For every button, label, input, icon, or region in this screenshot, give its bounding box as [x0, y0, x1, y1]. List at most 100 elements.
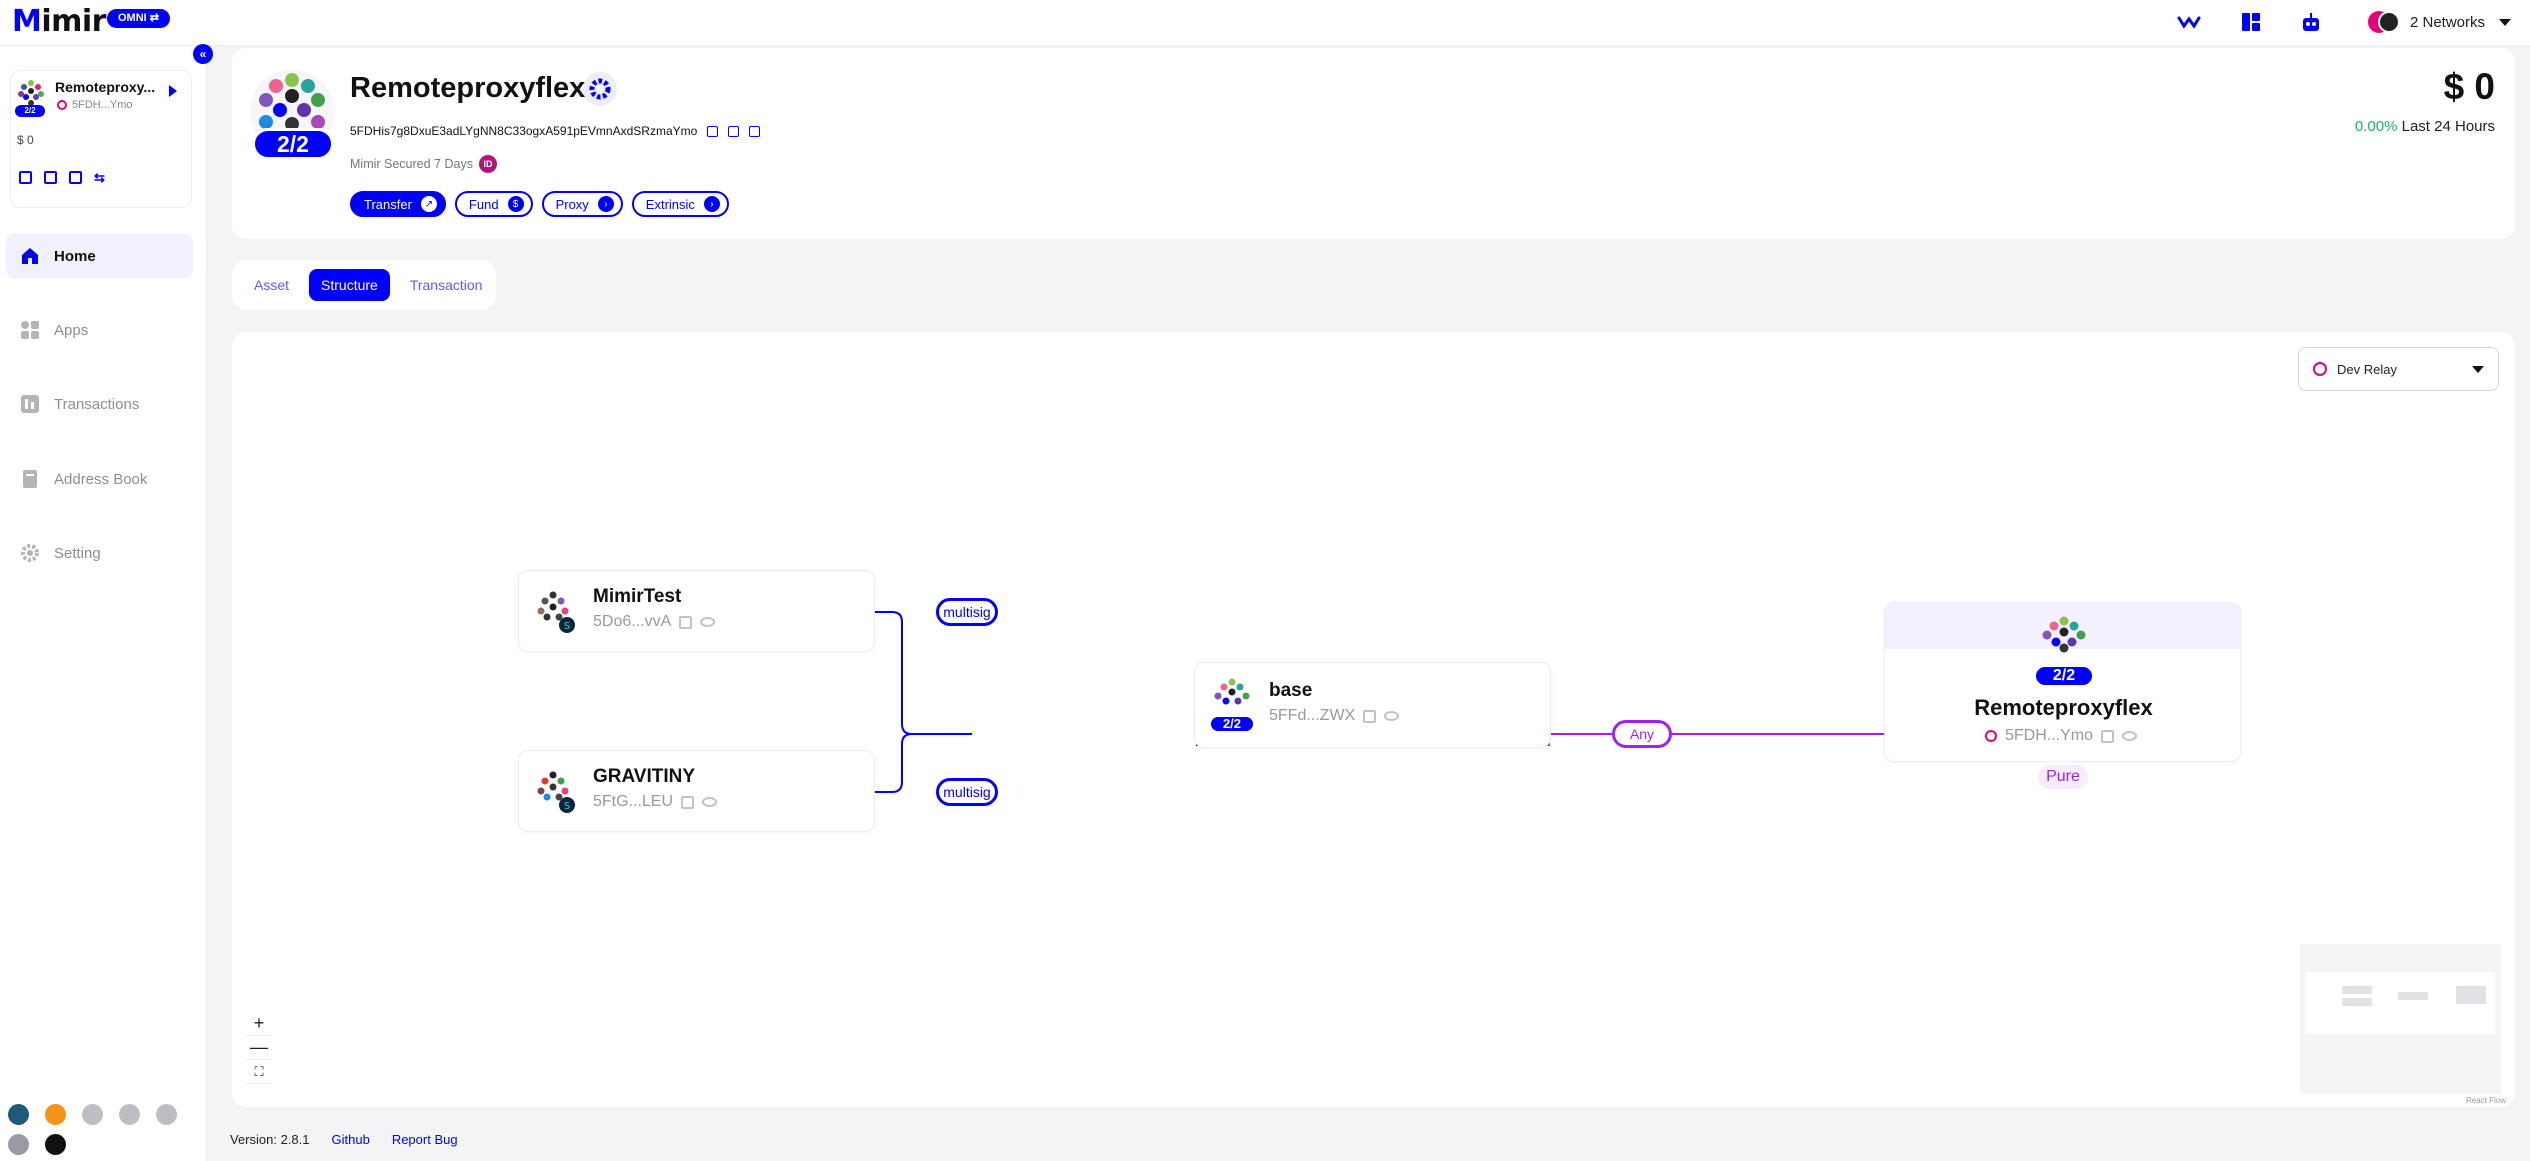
polkadot-icon: [57, 100, 67, 110]
account-address: 5FDH...Ymo: [57, 99, 133, 111]
eye-icon[interactable]: [1384, 711, 1400, 721]
github-icon[interactable]: [45, 1134, 66, 1155]
tab-structure[interactable]: Structure: [309, 269, 390, 301]
full-address: 5FDHis7g8DxuE3adLYgNN8C33ogxA591pEVmnAxd…: [350, 124, 761, 138]
external-link-icon[interactable]: [728, 125, 740, 137]
sidebar-item-address-book[interactable]: Address Book: [6, 456, 193, 502]
proxy-button[interactable]: Proxy ›: [541, 191, 623, 217]
edge-label-multisig: multisig: [936, 598, 998, 626]
node-mimirtest[interactable]: S MimirTest 5Do6...vvA: [518, 570, 875, 652]
robot-icon[interactable]: [2297, 8, 2325, 36]
node-address-text: 5FDH...Ymo: [2005, 727, 2094, 744]
transfer-button[interactable]: Transfer↗: [350, 191, 446, 217]
arrow-up-right-icon: ↗: [420, 196, 437, 212]
chevron-down-icon: [2472, 366, 2484, 373]
copy-icon[interactable]: [681, 795, 695, 809]
node-header-band: [1885, 603, 2240, 649]
cloud-icon[interactable]: [156, 1104, 177, 1125]
arrow-right-icon: ›: [703, 196, 720, 212]
current-account-card[interactable]: 2/2 Remoteproxy... 5FDH...Ymo $ 0 ⇆: [10, 70, 192, 208]
bitcoin-icon[interactable]: [45, 1104, 66, 1125]
node-address-text: 5FtG...LEU: [593, 793, 674, 810]
tab-asset[interactable]: Asset: [254, 277, 290, 293]
node-address: 5FFd...ZWX: [1269, 707, 1400, 725]
user-icon[interactable]: [119, 1104, 140, 1125]
account-balance: $ 0: [17, 133, 34, 147]
node-name: MimirTest: [593, 586, 682, 607]
sidebar-item-transactions[interactable]: Transactions: [6, 381, 193, 427]
gear-icon: [20, 543, 40, 563]
network-selector[interactable]: 2 Networks: [2368, 7, 2512, 37]
eye-icon[interactable]: [702, 797, 718, 807]
arrow-right-icon: ›: [597, 196, 614, 212]
structure-canvas[interactable]: S MimirTest 5Do6...vvA S GRAVITINY 5FtG.…: [232, 332, 2515, 1107]
zoom-out-button[interactable]: —: [246, 1036, 272, 1060]
account-tools: ⇆: [19, 171, 105, 184]
full-address-text: 5FDHis7g8DxuE3adLYgNN8C33ogxA591pEVmnAxd…: [350, 124, 698, 138]
relay-selector[interactable]: Dev Relay: [2298, 347, 2499, 391]
play-icon[interactable]: [169, 85, 177, 97]
walletconnect-icon[interactable]: [2175, 8, 2203, 36]
identity-icon[interactable]: ID: [478, 155, 497, 173]
sidebar-item-home[interactable]: Home: [6, 233, 193, 279]
gear-icon: [589, 78, 611, 100]
minimap[interactable]: [2300, 944, 2501, 1094]
account-header-card: 2/2 Remoteproxyflex 5FDHis7g8DxuE3adLYgN…: [232, 48, 2515, 239]
account-actions: Transfer↗ Fund$ Proxy › Extrinsic ›: [350, 191, 729, 217]
sidebar: [0, 46, 207, 1161]
threshold-badge: 2/2: [252, 128, 334, 160]
copy-icon[interactable]: [707, 125, 719, 137]
extrinsic-label: Extrinsic: [645, 196, 695, 212]
copy-icon[interactable]: [2101, 729, 2115, 743]
edge-label-multisig: multisig: [936, 778, 998, 806]
pure-proxy-tag: Pure: [2038, 765, 2088, 789]
eye-icon[interactable]: [700, 617, 716, 627]
fit-view-button[interactable]: ⛶: [246, 1060, 272, 1084]
node-name: base: [1269, 680, 1313, 701]
sidebar-bottom-links-2: [8, 1134, 66, 1155]
sidebar-item-apps[interactable]: Apps: [6, 307, 193, 353]
node-remoteproxyflex[interactable]: 2/2 Remoteproxyflex 5FDH...Ymo: [1884, 602, 2241, 762]
qr-code-icon[interactable]: [19, 171, 32, 184]
edge-label-any: Any: [1612, 720, 1672, 748]
app-logo[interactable]: Mimir: [12, 4, 106, 39]
node-threshold-badge: 2/2: [1209, 715, 1255, 733]
omni-badge[interactable]: OMNI ⇄: [107, 9, 171, 28]
node-address: 5FDH...Ymo: [1985, 727, 2138, 745]
node-base[interactable]: 2/2 base 5FFd...ZWX: [1194, 662, 1551, 748]
node-address: 5Do6...vvA: [593, 613, 716, 631]
tab-transaction[interactable]: Transaction: [409, 277, 483, 293]
node-gravitiny[interactable]: S GRAVITINY 5FtG...LEU: [518, 750, 875, 832]
eye-icon[interactable]: [2122, 731, 2138, 741]
account-settings-button[interactable]: [583, 72, 617, 106]
change-percent: 0.00%: [2354, 118, 2398, 135]
react-flow-attribution[interactable]: React Flow: [2466, 1096, 2507, 1105]
external-link-icon[interactable]: [69, 171, 82, 184]
network-icons: [2368, 11, 2400, 33]
extrinsic-button[interactable]: Extrinsic ›: [631, 191, 729, 217]
dashboard-icon[interactable]: [2237, 8, 2265, 36]
svg-text:S: S: [564, 801, 570, 812]
member-avatar: S: [537, 591, 575, 633]
fund-icon: $: [507, 196, 524, 212]
copy-icon[interactable]: [1363, 709, 1377, 723]
feather-icon[interactable]: [8, 1134, 29, 1155]
member-avatar: [1214, 678, 1250, 705]
report-bug-link[interactable]: Report Bug: [391, 1132, 458, 1147]
chain-icon[interactable]: [8, 1104, 29, 1125]
copy-icon[interactable]: [679, 615, 693, 629]
version-text: Version: 2.8.1: [230, 1132, 310, 1147]
add-icon[interactable]: [82, 1104, 103, 1125]
copy-icon[interactable]: [44, 171, 57, 184]
sidebar-item-setting[interactable]: Setting: [6, 530, 193, 576]
swap-icon[interactable]: ⇆: [94, 170, 105, 185]
proxy-label: Proxy: [555, 196, 589, 212]
zoom-in-button[interactable]: +: [246, 1012, 272, 1036]
fund-button[interactable]: Fund$: [454, 191, 533, 217]
node-name: GRAVITINY: [593, 766, 696, 787]
qr-code-icon[interactable]: [749, 125, 761, 137]
collapse-sidebar-icon[interactable]: «: [193, 44, 213, 64]
github-link[interactable]: Github: [331, 1132, 370, 1147]
transactions-icon: [20, 394, 40, 414]
minimap-node: [2398, 992, 2428, 1000]
